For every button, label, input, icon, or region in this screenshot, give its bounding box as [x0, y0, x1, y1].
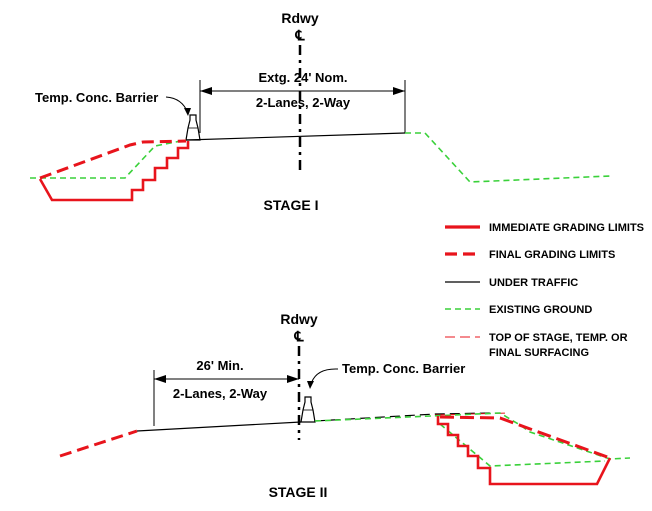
stage-1-barrier [185, 114, 201, 141]
legend-label-top-of-stage-line1: TOP OF STAGE, TEMP. OR [489, 332, 628, 344]
stage-2-final-grading-left [59, 429, 138, 458]
stage-2-rdwy-label: Rdwy [280, 311, 318, 327]
stage-2-title: STAGE II [269, 484, 328, 500]
stage-2-dimension-line1: 26' Min. [196, 358, 243, 373]
legend-label-immediate-grading: IMMEDIATE GRADING LIMITS [489, 222, 644, 234]
legend-label-under-traffic: UNDER TRAFFIC [489, 277, 578, 289]
stage-2-final-grading-right [439, 415, 611, 460]
stage-1-existing-ground-right [405, 132, 611, 183]
stage-2-dimension-line2: 2-Lanes, 2-Way [173, 386, 268, 401]
stage-1-dimension [199, 80, 406, 133]
legend: IMMEDIATE GRADING LIMITS FINAL GRADING L… [445, 222, 644, 359]
stage-1-rdwy-label: Rdwy [281, 10, 319, 26]
stage-1-under-traffic [185, 132, 406, 141]
stage-1-existing-ground [30, 139, 187, 179]
legend-label-existing-ground: EXISTING GROUND [489, 304, 592, 316]
stage-2-centerline-symbol: ℄ [294, 328, 305, 344]
stage-2-immediate-grading [436, 416, 612, 486]
stage-1-dimension-line1: Extg. 24' Nom. [258, 70, 347, 85]
stage-2-top-of-stage [314, 412, 491, 422]
legend-label-top-of-stage-line2: FINAL SURFACING [489, 347, 589, 359]
stage-1-section: Rdwy ℄ Extg. 24' Nom. 2-Lanes, 2-Way Tem… [30, 10, 611, 213]
stage-2-section: Rdwy ℄ 26' Min. 2-Lanes, 2-Way Temp. Con… [59, 311, 631, 500]
stage-2-barrier-leader [310, 368, 339, 385]
stage-1-immediate-grading [38, 141, 190, 202]
legend-label-final-grading: FINAL GRADING LIMITS [489, 249, 615, 261]
stage-2-barrier [300, 396, 316, 423]
stage-1-barrier-leader [165, 96, 189, 114]
stage-2-dimension [153, 370, 299, 426]
stage-1-final-grading [39, 139, 187, 180]
stage-1-title: STAGE I [264, 197, 319, 213]
stage-2-barrier-label: Temp. Conc. Barrier [342, 361, 465, 376]
stage-1-centerline-symbol: ℄ [295, 27, 306, 43]
stage-2-existing-ground-slope [439, 423, 606, 467]
stage-1-barrier-label: Temp. Conc. Barrier [35, 90, 158, 105]
stage-1-dimension-line2: 2-Lanes, 2-Way [256, 95, 351, 110]
stage-2-under-traffic [136, 421, 302, 432]
